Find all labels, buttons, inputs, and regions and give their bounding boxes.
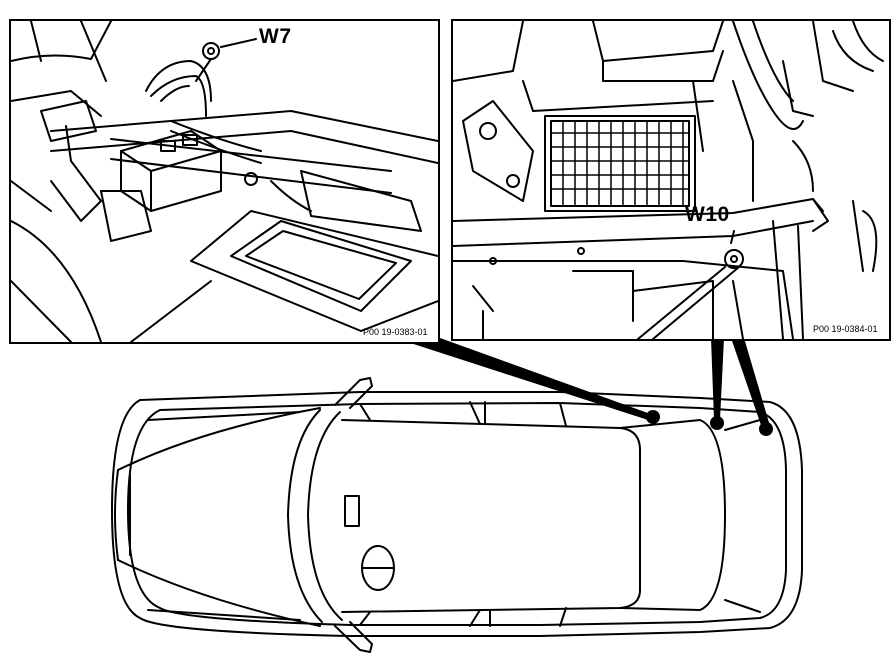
ground-point-w7-illustration [11,21,438,342]
ground-bolt-w10 [724,249,744,269]
side-mirror-top [334,377,373,409]
windshield [287,409,323,623]
leader-line-w7 [395,338,656,420]
location-dot-w10-rear [759,422,773,436]
rear-window [619,419,726,611]
detail-panel-right: W10 P00 19-0384-01 [451,19,891,341]
cabin-roof [341,419,641,613]
part-number-left: P00 19-0383-01 [363,327,428,337]
location-dot-w7 [646,410,660,424]
ground-strap-w10 [637,266,726,339]
part-number-right: P00 19-0384-01 [813,324,878,334]
leader-line-w10-a [711,338,724,420]
side-mirror-bottom [334,621,373,653]
location-dot-w10-front [710,416,724,430]
fuse-box [544,115,696,212]
callout-w10: W10 [685,203,730,226]
detail-panel-left: W7 P00 19-0383-01 [9,19,440,344]
callout-w7: W7 [259,25,292,48]
car-body-outline [111,391,803,637]
ground-point-w10-illustration [453,21,884,339]
ground-lug-w7 [202,42,220,60]
leader-line-w10-b [731,338,770,428]
